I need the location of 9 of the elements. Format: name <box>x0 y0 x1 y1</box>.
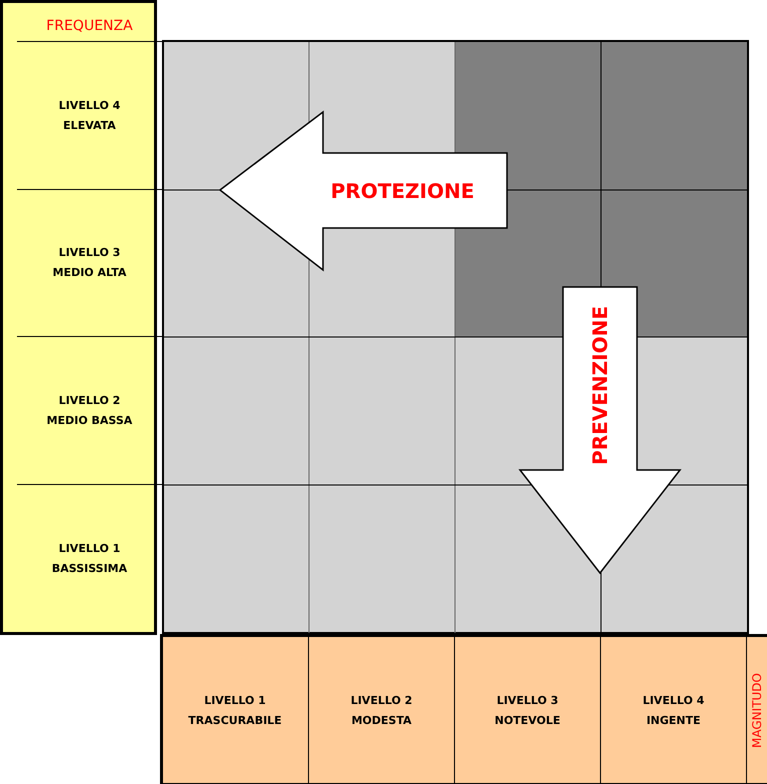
row-header: LIVELLO 1 BASSISSIMA <box>50 541 128 577</box>
arrow-label: PREVENZIONE <box>588 306 612 464</box>
arrow-label: PROTEZIONE <box>330 178 474 202</box>
column-header: LIVELLO 3 NOTEVOLE <box>455 637 601 784</box>
axis-title: MAGNITUDO <box>750 672 764 748</box>
column-header: LIVELLO 2 MODESTA <box>309 637 455 784</box>
axis-title: FREQUENZA <box>17 11 162 42</box>
column-header: LIVELLO 4 INGENTE <box>601 637 747 784</box>
column-header: LIVELLO 1 TRASCURABILE <box>162 637 309 784</box>
